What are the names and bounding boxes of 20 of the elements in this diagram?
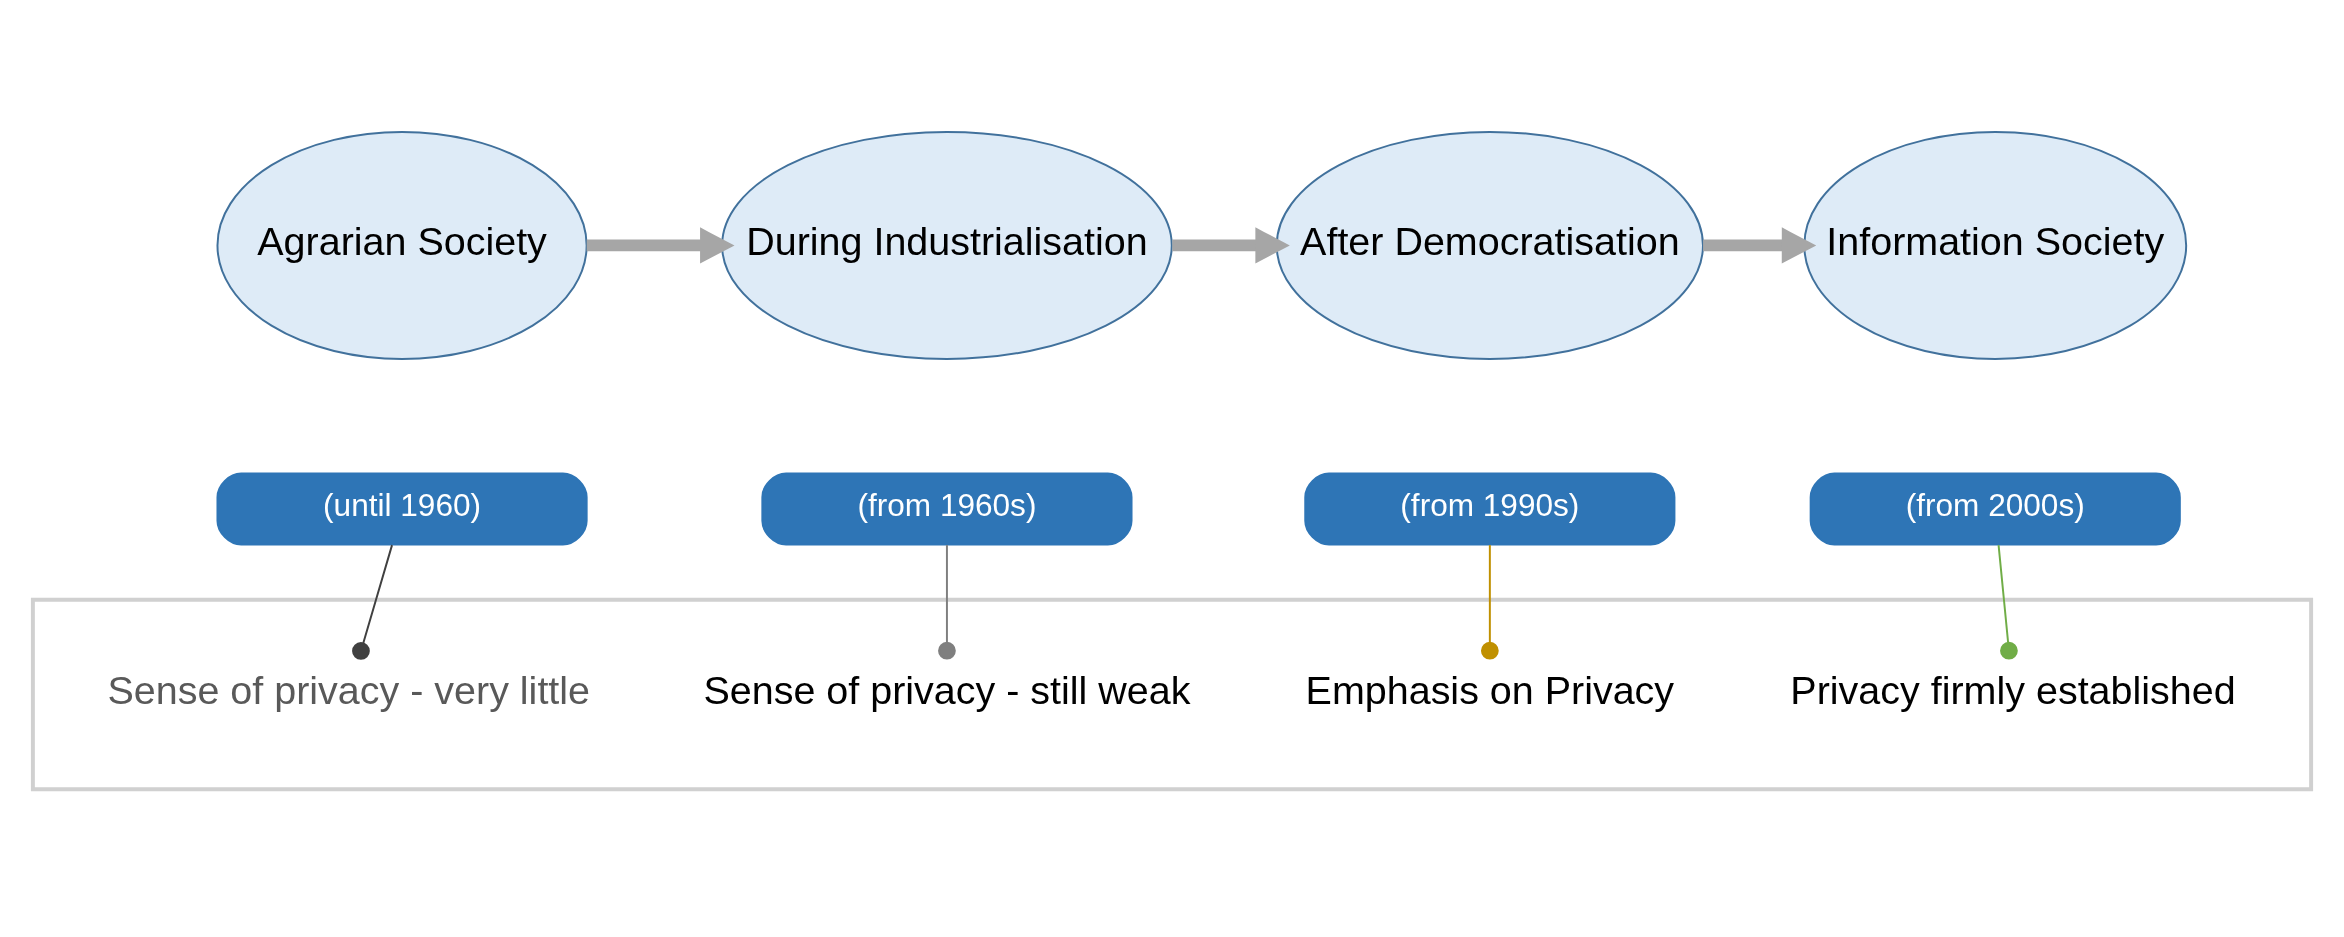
connector	[1480, 544, 1499, 660]
node-ellipse: During Industrialisation	[721, 130, 1173, 360]
node-text: Privacy firmly established	[1790, 668, 2236, 713]
node-ellipse: Agrarian Society	[216, 130, 588, 360]
node-text: Emphasis on Privacy	[1305, 668, 1675, 713]
connector	[1997, 544, 2018, 660]
connector	[352, 544, 393, 660]
node-box: (from 1960s)	[761, 472, 1133, 546]
arrow	[1172, 227, 1290, 264]
arrow	[1703, 227, 1817, 264]
node-text: Sense of privacy - very little	[107, 668, 591, 713]
node-box: (from 2000s)	[1809, 472, 2181, 546]
connector	[938, 544, 956, 660]
cluster	[30, 597, 2314, 792]
node-ellipse: Information Society	[1803, 130, 2188, 360]
node-box: (from 1990s)	[1304, 472, 1676, 546]
node-text: Sense of privacy - still weak	[703, 668, 1191, 713]
node-box: (until 1960)	[216, 472, 588, 546]
arrow	[586, 227, 735, 264]
node-ellipse: After Democratisation	[1275, 130, 1704, 360]
